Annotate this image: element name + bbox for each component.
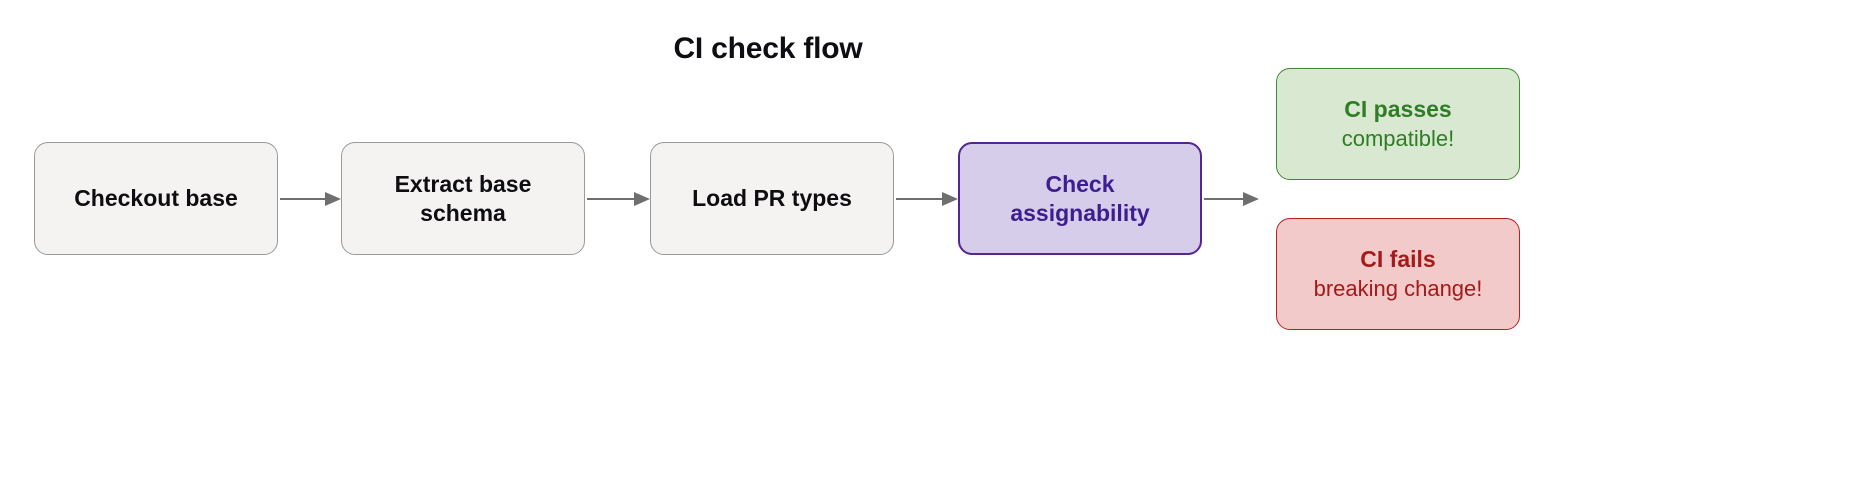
ci-fails-detail: breaking change! — [1313, 276, 1483, 302]
node-label: Checkout base — [74, 185, 238, 212]
ci-fails-headline: CI fails — [1360, 246, 1436, 273]
node-label: Load PR types — [692, 185, 852, 212]
node-check-assignability[interactable]: Check assignability — [958, 142, 1202, 255]
ci-passes-detail: compatible! — [1341, 126, 1455, 152]
node-extract-base-schema[interactable]: Extract base schema — [341, 142, 585, 255]
node-ci-passes[interactable]: CI passes compatible! — [1276, 68, 1520, 180]
diagram-title: CI check flow — [673, 32, 863, 65]
edge-checkout-to-extract — [280, 192, 341, 206]
node-label-line-2: assignability — [1010, 199, 1150, 226]
node-ci-fails[interactable]: CI fails breaking change! — [1276, 218, 1520, 330]
edge-extract-to-load — [587, 192, 650, 206]
node-label-line-2: schema — [420, 199, 506, 226]
node-label-line-1: Check — [1045, 171, 1115, 198]
node-load-pr-types[interactable]: Load PR types — [650, 142, 894, 255]
edge-load-to-check — [896, 192, 958, 206]
node-label-line-1: Extract base — [394, 171, 532, 198]
node-checkout-base[interactable]: Checkout base — [34, 142, 278, 255]
ci-passes-headline: CI passes — [1344, 96, 1452, 123]
edge-check-to-outcomes — [1204, 192, 1259, 206]
